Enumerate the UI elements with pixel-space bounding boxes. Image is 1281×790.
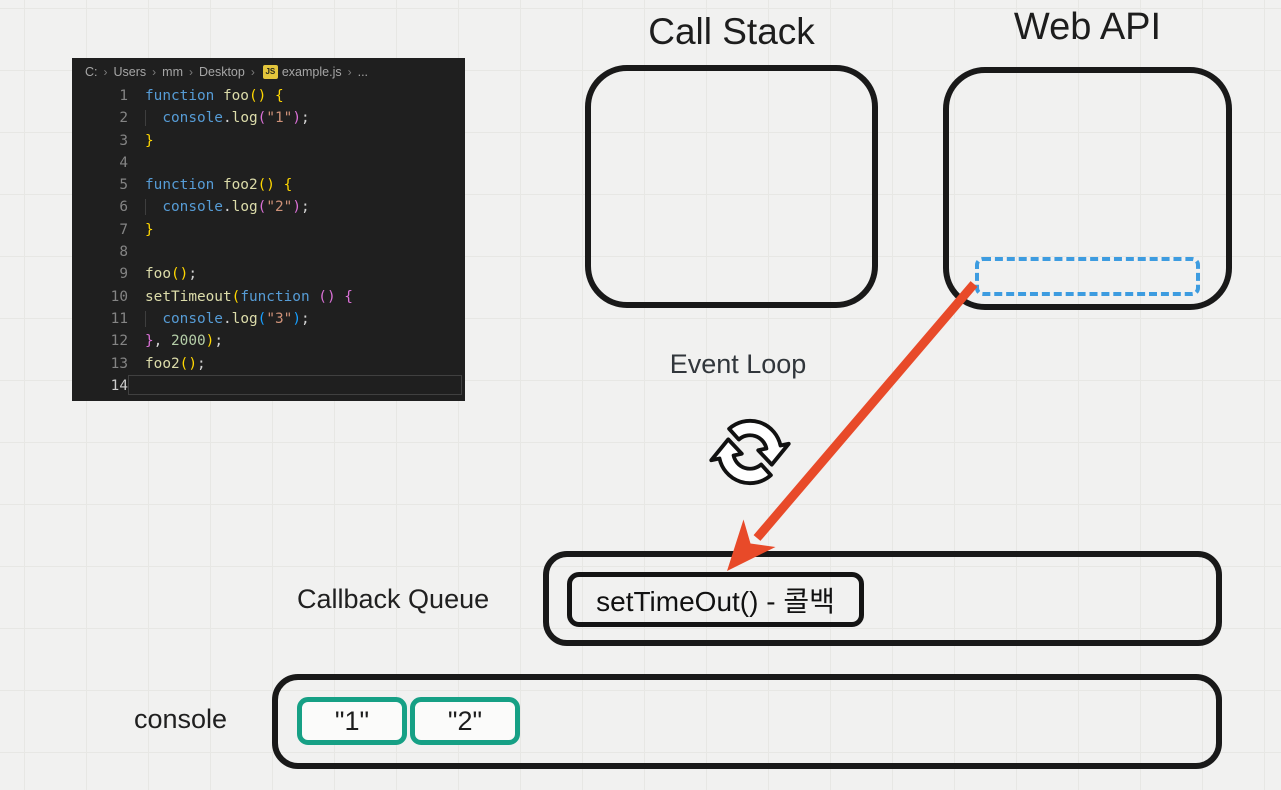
call-stack-box (585, 65, 878, 308)
console-output-list: "1""2" (297, 697, 520, 745)
web-api-title: Web API (1013, 6, 1162, 48)
timer-slot-dashed-box (975, 257, 1200, 296)
code-line: 7} (119, 221, 154, 238)
console-output-chip: "1" (297, 697, 407, 745)
code-line: 8 (119, 244, 128, 261)
console-label: console (134, 704, 228, 734)
console-output-chip: "2" (410, 697, 520, 745)
code-line: 4 (119, 154, 128, 171)
callback-queue-box (543, 551, 1222, 646)
console-box (272, 674, 1222, 769)
event-loop-label: Event Loop (669, 349, 807, 379)
web-api-box (943, 67, 1232, 310)
code-line: 12}, 2000); (110, 333, 224, 350)
code-line: 14 (72, 374, 465, 397)
event-loop-sync-icon (705, 418, 791, 492)
code-line: 6 console.log("2"); (119, 199, 310, 216)
code-line: 2 console.log("1"); (119, 110, 310, 127)
callback-queue-label: Callback Queue (297, 584, 490, 614)
js-file-icon: JS (262, 64, 278, 79)
code-line: 11 console.log("3"); (110, 310, 310, 327)
queue-item-settimeout: setTimeOut() - 콜백 (567, 572, 864, 627)
code-line: 3} (119, 132, 154, 149)
call-stack-title: Call Stack (648, 11, 815, 52)
